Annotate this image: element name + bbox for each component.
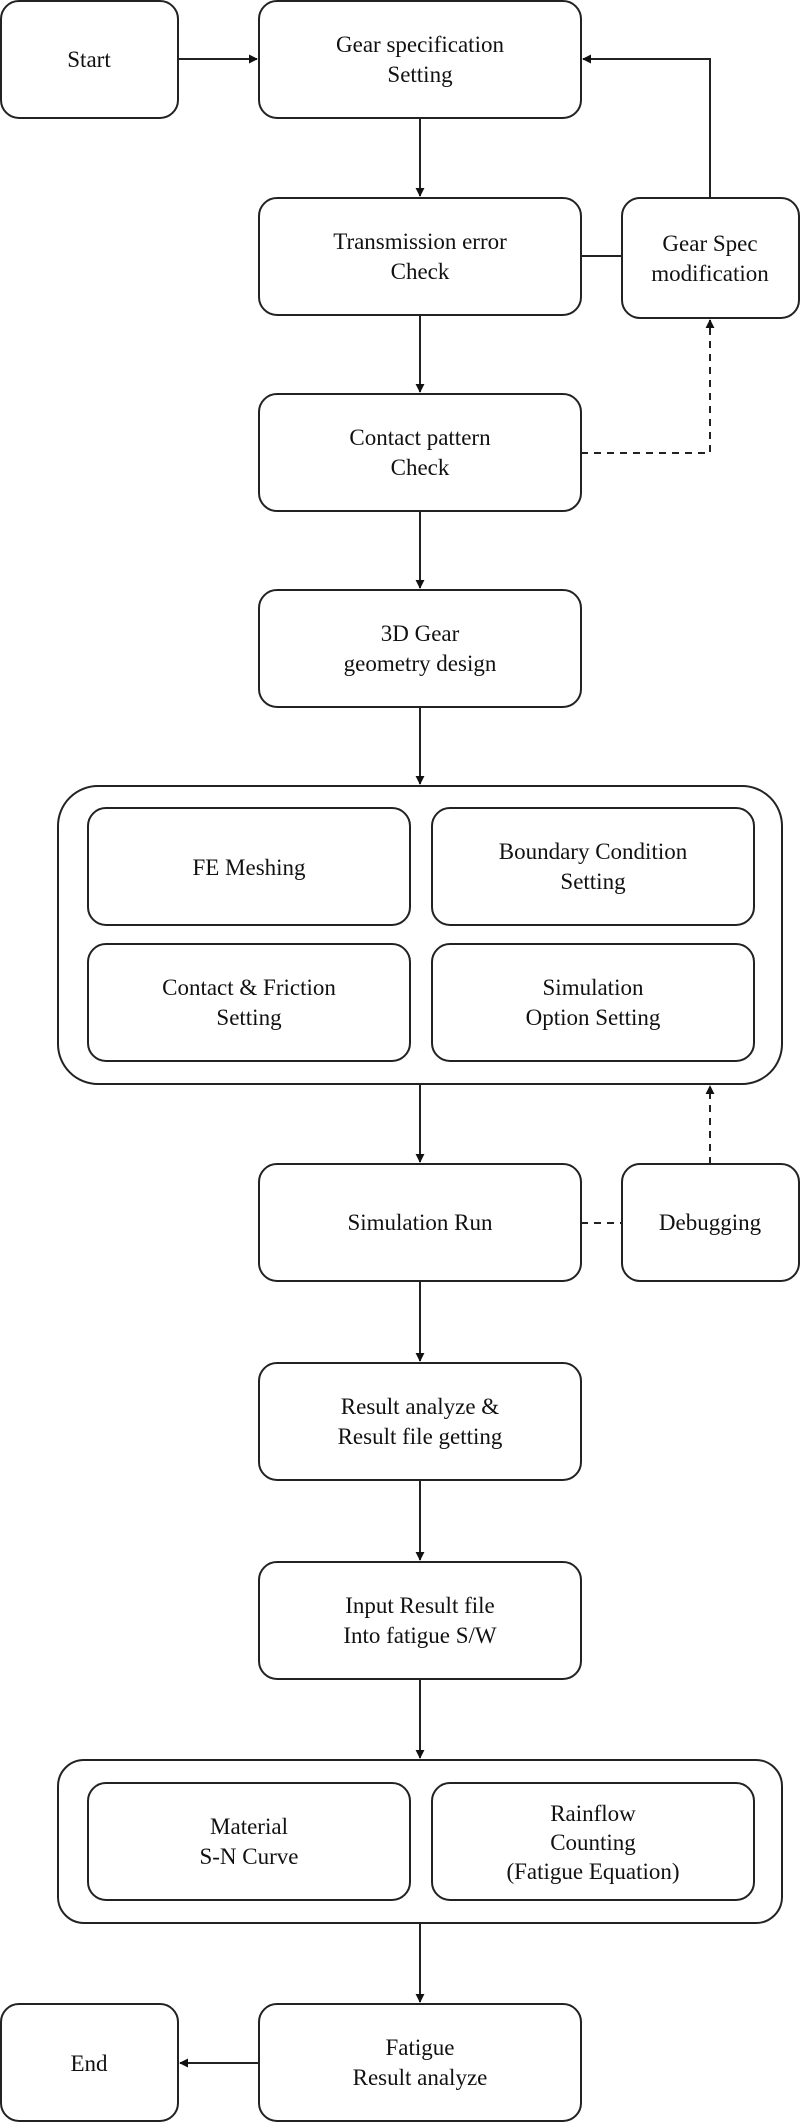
end-label: End xyxy=(70,2051,108,2076)
result-analyze-label: Result analyze &Result file getting xyxy=(338,1394,503,1449)
debugging-label: Debugging xyxy=(659,1210,762,1235)
result-analyze-node xyxy=(258,1362,582,1481)
fatigue-result-node xyxy=(258,2003,582,2122)
gear-geometry-node xyxy=(258,589,582,708)
fe-meshing-node xyxy=(87,807,411,926)
end-node xyxy=(0,2003,179,2122)
material-sn-node xyxy=(87,1782,411,1901)
gear-spec-setting-node xyxy=(258,0,582,119)
contact-friction-node xyxy=(87,943,411,1062)
fe-meshing-label: FE Meshing xyxy=(192,855,306,880)
input-result-node xyxy=(258,1561,582,1680)
simulation-option-node xyxy=(431,943,755,1062)
arrow-modification-to-spec xyxy=(582,54,711,198)
simulation-run-label: Simulation Run xyxy=(347,1210,493,1235)
contact-pattern-node xyxy=(258,393,582,512)
gear-spec-modification-node xyxy=(621,197,800,319)
rainflow-node xyxy=(431,1782,755,1901)
fatigue-group xyxy=(57,1759,783,1924)
fe-setup-group xyxy=(57,785,783,1085)
dashed-arrow-contact-to-modification xyxy=(581,319,715,454)
boundary-condition-node xyxy=(431,807,755,926)
transmission-error-node xyxy=(258,197,582,316)
start-label: Start xyxy=(67,47,111,72)
